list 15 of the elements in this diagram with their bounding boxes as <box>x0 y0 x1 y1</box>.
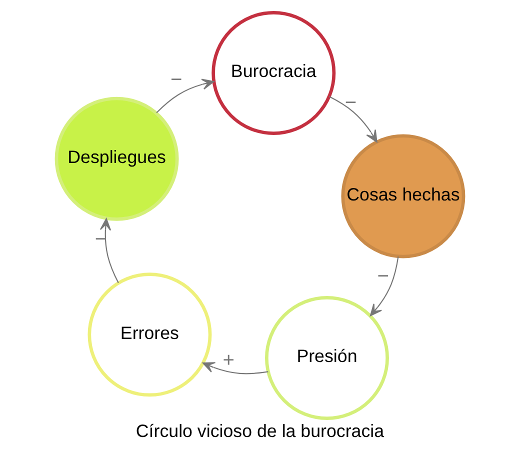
node-circle: Cosas hechas <box>341 134 466 258</box>
arrow <box>100 218 119 284</box>
node-circle: Errores <box>88 272 212 397</box>
edge-label: − <box>170 69 182 92</box>
edge-label: + <box>222 350 235 372</box>
edge-label: − <box>344 92 357 114</box>
arrow <box>370 256 399 316</box>
node-circle: Despliegues <box>54 96 179 221</box>
diagram-title: Círculo vicioso de la burocracia <box>136 421 384 442</box>
arrow <box>328 96 378 142</box>
arrow <box>202 362 268 374</box>
node-circle: Presión <box>265 296 389 420</box>
arrow <box>156 78 214 114</box>
node-circle: Burocracia <box>212 10 336 135</box>
edge-label: − <box>377 265 390 288</box>
